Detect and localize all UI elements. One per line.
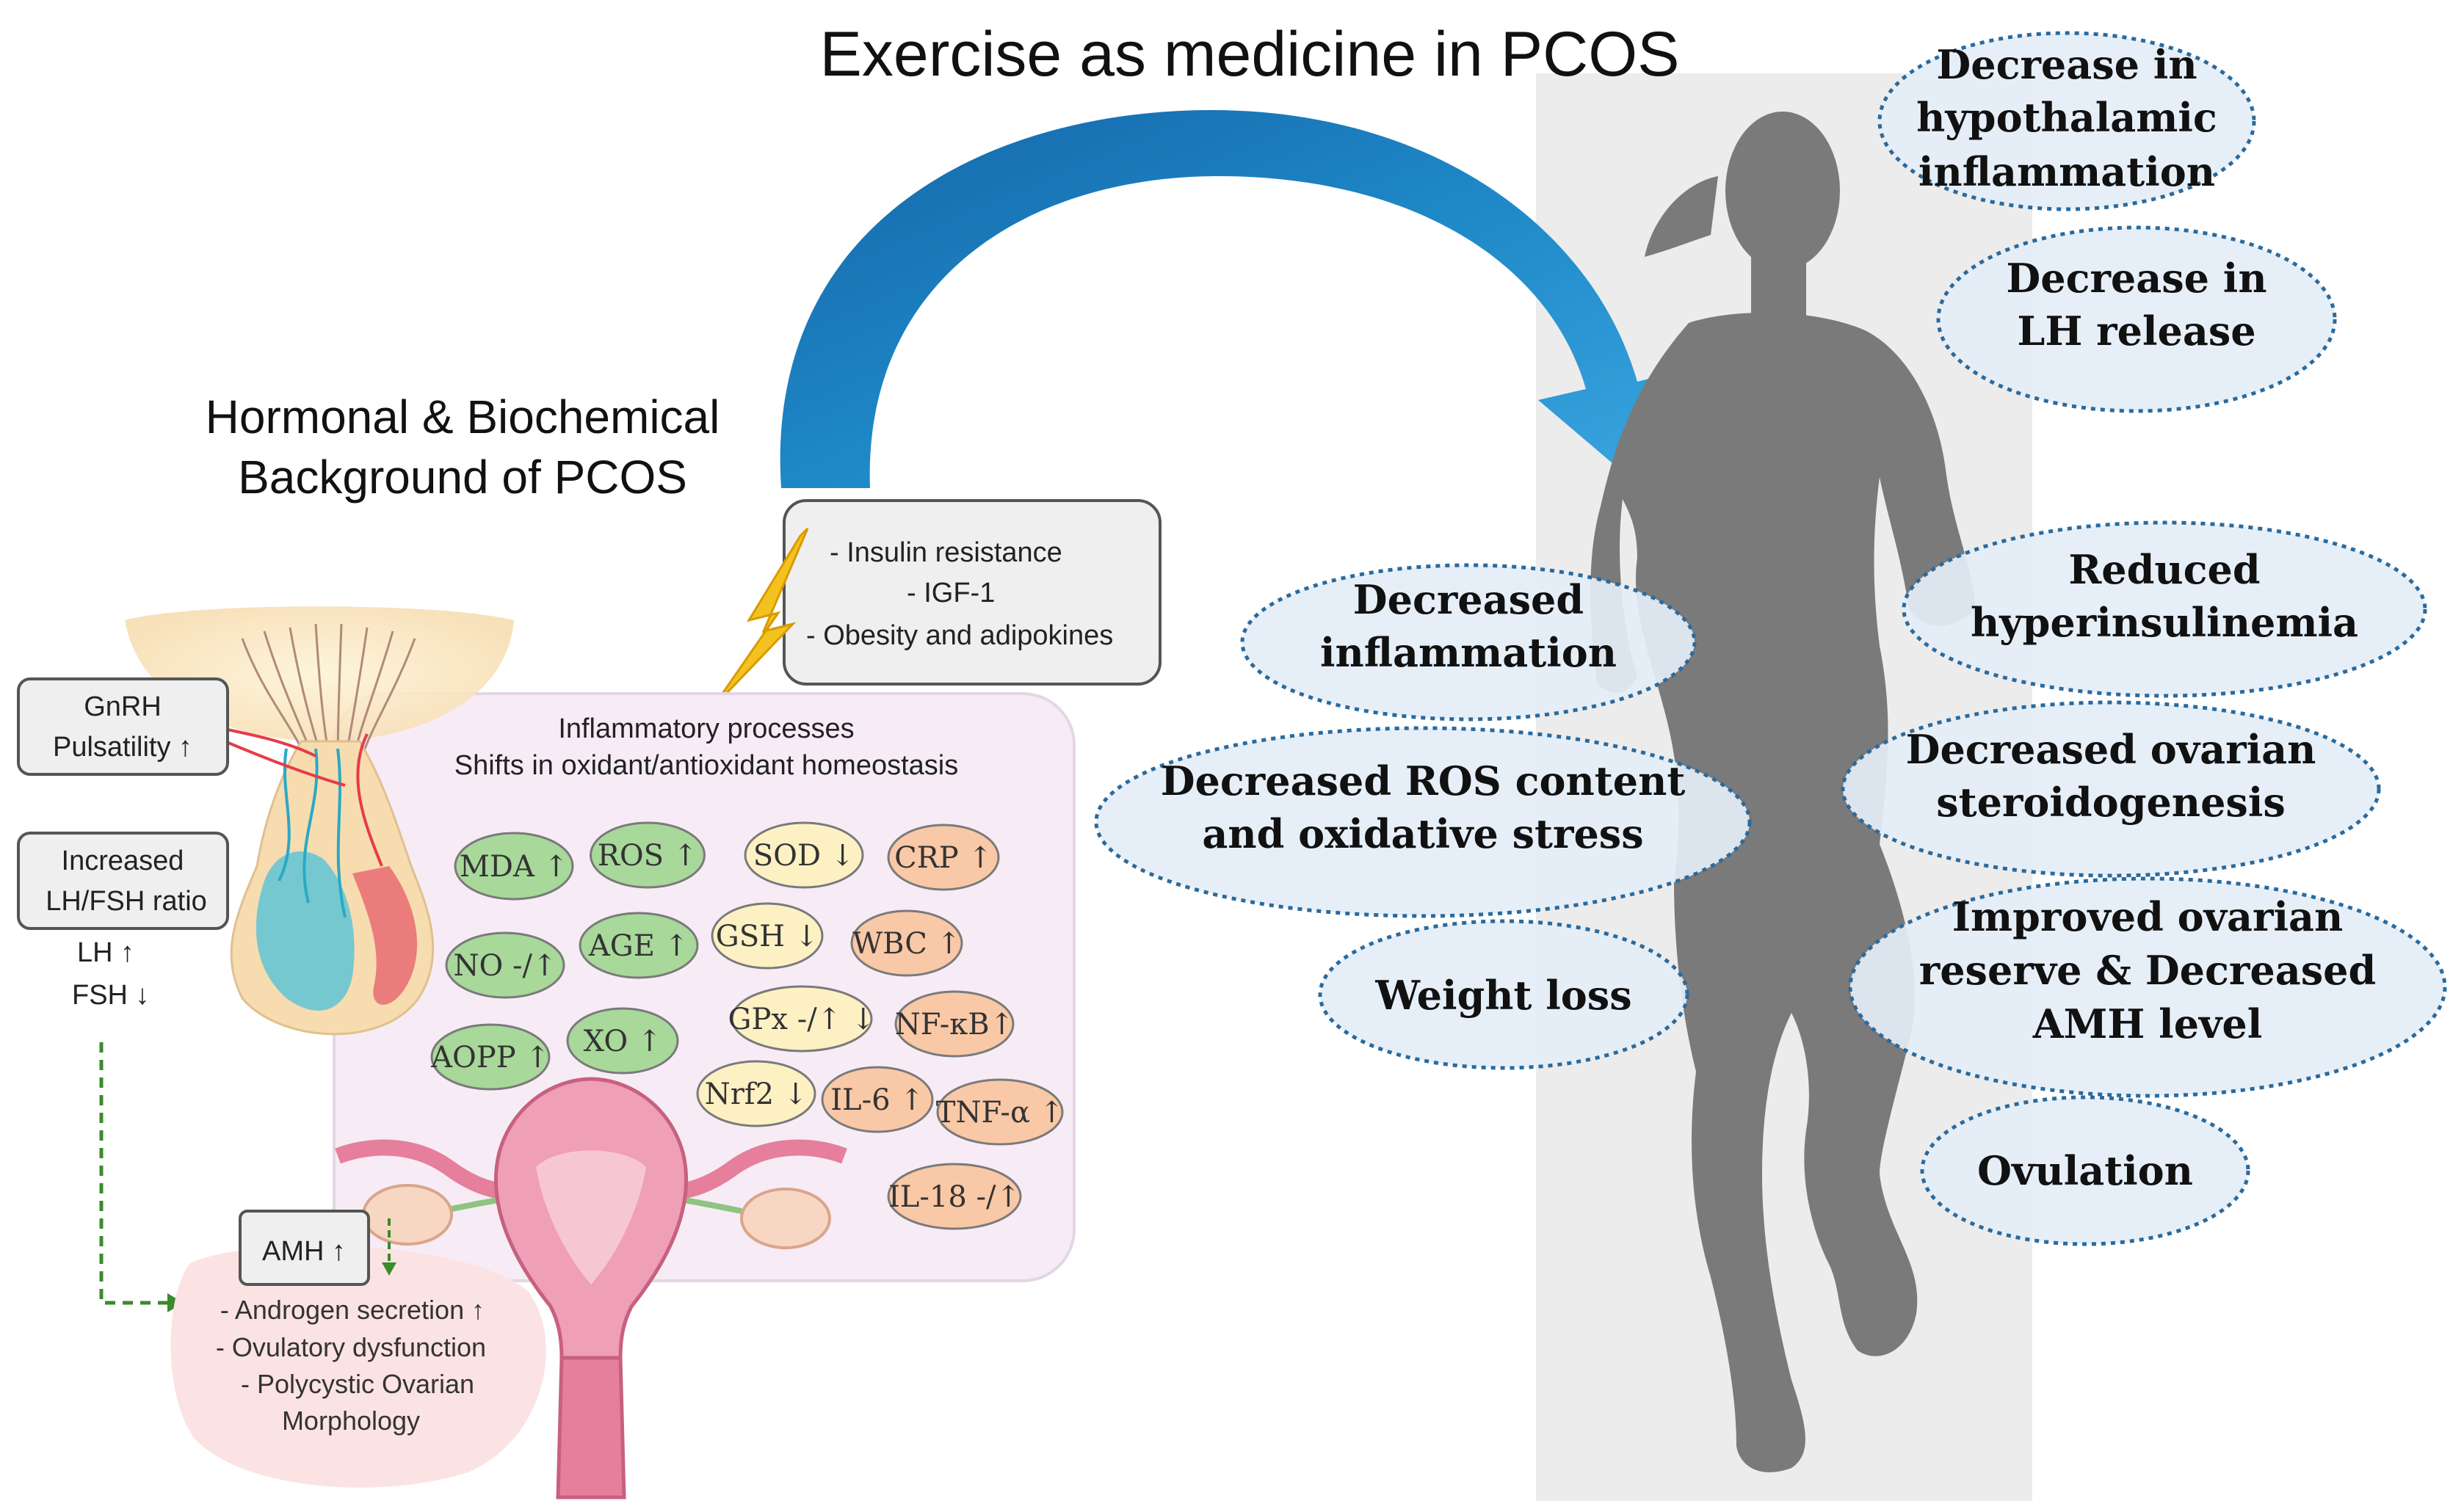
effect-label: hypothalamic <box>1916 94 2217 141</box>
marker-label: AGE ↑ <box>588 929 689 963</box>
marker-oval: AGE ↑ <box>579 912 699 979</box>
effect-label: reserve & Decreased <box>1919 947 2376 994</box>
effect-label: Decreased ovarian <box>1906 726 2316 773</box>
effect-label: inflammation <box>1918 148 2215 195</box>
gnrh-box: GnRH Pulsatility ↑ <box>17 677 229 776</box>
lhfsh-box: Increased LH/FSH ratio <box>17 832 229 930</box>
risk-igf1: - IGF-1 <box>907 578 995 608</box>
marker-label: MDA ↑ <box>460 850 568 884</box>
effect-label: hyperinsulinemia <box>1971 599 2358 646</box>
outcome-polycystic: - Polycystic Ovarian <box>241 1369 474 1399</box>
effect-label: Ovulation <box>1977 1147 2193 1194</box>
effect-label: steroidogenesis <box>1936 779 2286 826</box>
effect-ellipse: Weight loss <box>1318 919 1689 1070</box>
effect-label: Decrease in <box>1936 41 2197 88</box>
effect-ellipse: Decrease in hypothalamic inflammation <box>1877 31 2256 211</box>
runner-silhouette <box>1590 112 1975 1472</box>
amh-box: AMH ↑ <box>239 1210 370 1286</box>
marker-label: IL-6 ↑ <box>830 1083 924 1117</box>
dashed-arrow <box>99 1042 184 1312</box>
marker-label: NF-κB↑ <box>895 1008 1014 1042</box>
effect-ellipse: Decreased inflammation <box>1240 563 1697 722</box>
effect-label: Decreased ROS content <box>1161 757 1686 804</box>
marker-oval: MDA ↑ <box>454 832 574 901</box>
marker-label: Nrf2 ↓ <box>705 1077 808 1111</box>
fsh-label: FSH ↓ <box>72 980 150 1011</box>
marker-label: WBC ↑ <box>852 927 961 961</box>
marker-oval: IL-6 ↑ <box>821 1066 934 1133</box>
effect-label: Decreased <box>1353 576 1584 623</box>
marker-oval: WBC ↑ <box>850 909 963 977</box>
marker-label: GSH ↓ <box>716 920 819 953</box>
marker-oval: TNF-α ↑ <box>936 1078 1064 1146</box>
marker-oval: Nrf2 ↓ <box>696 1060 816 1127</box>
left-heading-line2: Background of PCOS <box>238 451 687 504</box>
effect-label: and oxidative stress <box>1202 810 1643 857</box>
marker-oval: CRP ↑ <box>887 824 1000 891</box>
marker-label: TNF-α ↑ <box>936 1096 1064 1130</box>
lh-label: LH ↑ <box>77 937 134 968</box>
marker-label: GPx -/↑ ↓ <box>728 1003 876 1036</box>
marker-oval: GPx -/↑ ↓ <box>728 985 876 1053</box>
lightning-icon <box>711 527 809 710</box>
diagram-title: Exercise as medicine in PCOS <box>820 19 1680 90</box>
marker-label: ROS ↑ <box>598 839 698 873</box>
marker-label: SOD ↓ <box>753 839 855 873</box>
risk-insulin: - Insulin resistance <box>830 537 1062 568</box>
curved-arrow <box>780 110 1681 488</box>
marker-oval: NO -/↑ <box>445 931 565 999</box>
marker-oval: NF-κB↑ <box>894 990 1015 1058</box>
effect-label: AMH level <box>2032 1000 2263 1047</box>
risk-factor-box: - Insulin resistance - IGF-1 - Obesity a… <box>783 499 1162 686</box>
risk-obesity: - Obesity and adipokines <box>806 620 1113 651</box>
effect-label: Reduced <box>2068 546 2260 593</box>
marker-label: AOPP ↑ <box>430 1041 550 1075</box>
outcome-blob: - Androgen secretion ↑ - Ovulatory dysfu… <box>170 1245 546 1488</box>
marker-label: XO ↑ <box>584 1025 662 1058</box>
effect-ellipse: Reduced hyperinsulinemia <box>1902 520 2427 698</box>
gnrh-pulsatility: Pulsatility ↑ <box>53 732 192 763</box>
effect-ellipse: Decreased ovarian steroidogenesis <box>1841 700 2381 878</box>
marker-oval: SOD ↓ <box>744 821 864 889</box>
effect-label: inflammation <box>1320 629 1617 676</box>
effect-ellipse: Ovulation <box>1920 1095 2250 1246</box>
left-heading-line1: Hormonal & Biochemical <box>206 390 720 443</box>
marker-group: MDA ↑ ROS ↑ NO -/↑ AGE ↑ AOPP ↑ XO ↑ SOD ↓ GSH … <box>430 821 1064 1230</box>
effect-label: Weight loss <box>1374 972 1631 1019</box>
inflammation-line1: Inflammatory processes <box>558 713 854 744</box>
amh-label: AMH ↑ <box>262 1236 346 1267</box>
lhfsh-increased: Increased <box>62 846 184 876</box>
marker-oval: IL-18 -/↑ <box>887 1163 1022 1230</box>
outcome-morphology: Morphology <box>282 1406 420 1436</box>
marker-label: CRP ↑ <box>894 841 993 875</box>
effect-ellipse: Decrease in LH release <box>1936 225 2337 413</box>
pituitary-illustration <box>125 606 514 1036</box>
marker-oval: XO ↑ <box>566 1007 679 1075</box>
effect-group: Decrease inhypothalamicinflammationDecre… <box>1094 31 2447 1246</box>
lhfsh-ratio: LH/FSH ratio <box>46 886 207 917</box>
marker-label: NO -/↑ <box>453 949 557 983</box>
uterus-illustration <box>335 1077 847 1500</box>
outcome-androgen: - Androgen secretion ↑ <box>220 1295 485 1325</box>
inflammation-line2: Shifts in oxidant/antioxidant homeostasi… <box>454 750 959 781</box>
marker-oval: ROS ↑ <box>590 821 706 889</box>
marker-oval: AOPP ↑ <box>430 1023 551 1091</box>
effect-label: Decrease in <box>2006 255 2266 302</box>
amh-down-arrow <box>382 1218 396 1276</box>
effect-label: Improved ovarian <box>1952 893 2344 940</box>
gnrh-label: GnRH <box>84 691 162 722</box>
marker-label: IL-18 -/↑ <box>888 1180 1021 1214</box>
effect-label: LH release <box>2017 308 2255 355</box>
outcome-ovulatory: - Ovulatory dysfunction <box>216 1332 486 1362</box>
effect-ellipse: Decreased ROS content and oxidative stres… <box>1094 726 1752 918</box>
marker-oval: GSH ↓ <box>711 902 824 970</box>
